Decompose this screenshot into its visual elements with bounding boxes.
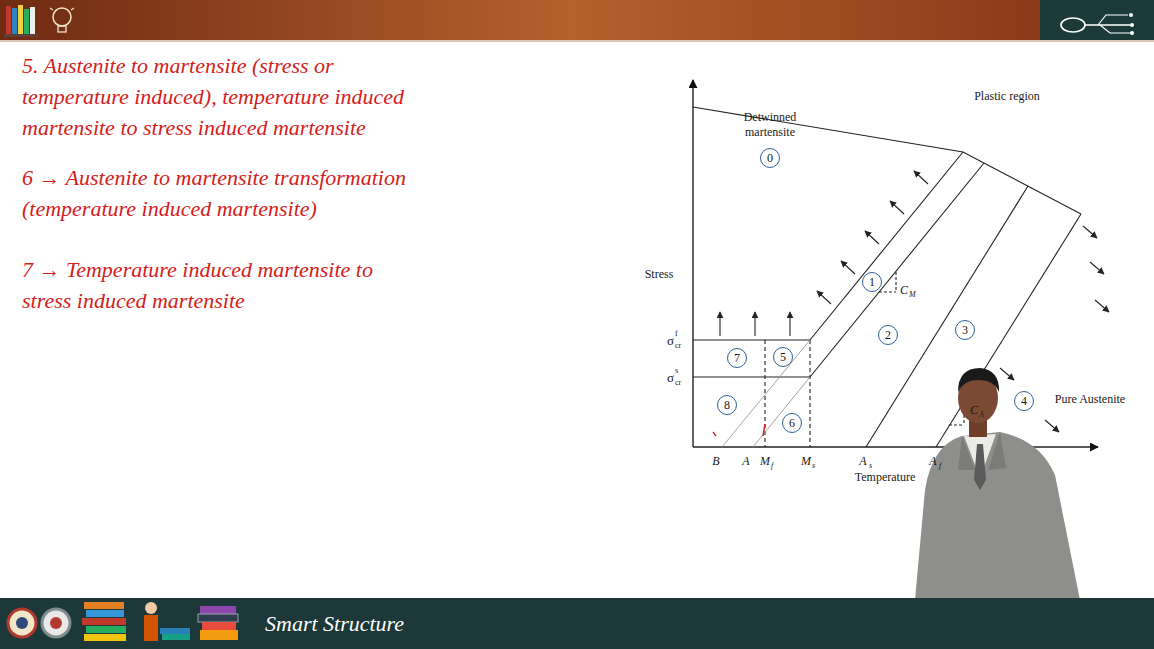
superscript: s (675, 366, 678, 375)
region-number: 3 (955, 320, 975, 340)
region-number-text: 2 (885, 329, 891, 341)
subscript: cr (675, 378, 681, 387)
axis-tick-label: A (929, 455, 936, 469)
slope-symbol: C (970, 404, 978, 418)
axis-title: Stress (645, 268, 674, 282)
course-title: Smart Structure (265, 611, 404, 636)
region-number: 0 (760, 148, 780, 168)
axis-tick-label: A (742, 455, 749, 469)
region-number-text: 0 (767, 152, 773, 164)
handwritten-note: 6 → Austenite to martensite transformati… (22, 162, 452, 224)
superscript: f (675, 329, 678, 338)
region-number: 2 (878, 325, 898, 345)
axis-tick-label: M (760, 455, 770, 469)
region-number: 7 (727, 348, 747, 368)
region-number-text: 5 (780, 351, 786, 363)
region-number: 1 (862, 272, 882, 292)
subscript: s (812, 461, 815, 470)
axis-tick-label: A (859, 455, 866, 469)
bottom-banner (0, 598, 1154, 649)
stress-symbol: σ (667, 371, 674, 386)
top-banner (0, 0, 1154, 42)
stress-symbol: σ (667, 334, 674, 349)
handwritten-note: 7 → Temperature induced martensite to st… (22, 254, 412, 316)
subscript: A (979, 410, 984, 419)
region-label: Detwinned martensite (725, 110, 815, 140)
region-number-text: 8 (724, 399, 730, 411)
subscript: cr (675, 341, 681, 350)
subscript: f (939, 461, 941, 470)
region-number-text: 7 (734, 352, 740, 364)
subscript: f (771, 461, 773, 470)
subscript: s (869, 461, 872, 470)
region-number-text: 1 (869, 276, 875, 288)
slope-symbol: C (900, 284, 908, 298)
axis-tick-label: B (712, 455, 719, 469)
handwritten-note: 5. Austenite to martensite (stress or te… (22, 50, 412, 143)
region-number: 8 (717, 395, 737, 415)
region-label: Plastic region (974, 90, 1040, 104)
subscript: M (909, 290, 916, 299)
region-label: Pure Austenite (1055, 393, 1125, 407)
axis-tick-label: M (801, 455, 811, 469)
region-number-text: 3 (962, 324, 968, 336)
region-number-text: 4 (1021, 395, 1027, 407)
region-number: 4 (1014, 391, 1034, 411)
phase-diagram (693, 80, 1109, 447)
region-number: 5 (773, 347, 793, 367)
region-number: 6 (782, 413, 802, 433)
region-number-text: 6 (789, 417, 795, 429)
axis-title: Temperature (855, 471, 915, 485)
